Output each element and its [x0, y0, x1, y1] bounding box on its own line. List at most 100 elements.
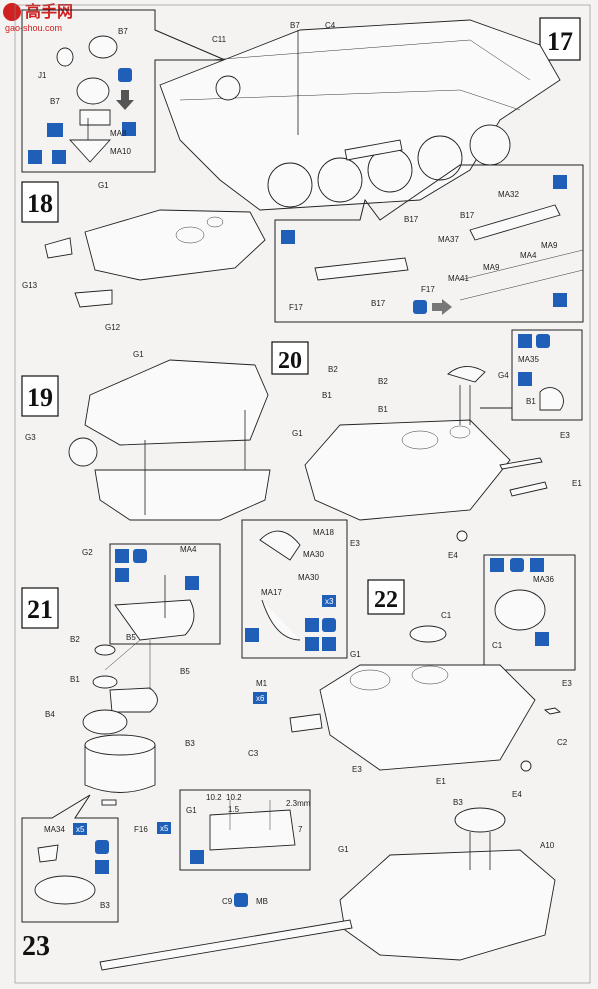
cement-icon — [115, 568, 129, 582]
count-badge — [253, 692, 267, 704]
glue-icon — [115, 549, 129, 563]
label-c4: C4 — [325, 21, 336, 30]
label-ma10: MA10 — [110, 147, 131, 156]
label-e1: E1 — [572, 479, 582, 488]
decal-icon — [245, 628, 259, 642]
ring-c1-detail — [494, 589, 546, 631]
label-e3a: E3 — [560, 431, 570, 440]
ring-b3 — [84, 744, 156, 793]
step17-inset-box — [21, 9, 226, 173]
step18-number: 18 — [27, 189, 53, 218]
part-f16 — [101, 799, 117, 806]
hatch-g4 — [447, 366, 486, 383]
part-e4 — [520, 760, 532, 772]
label-b5b: B5 — [180, 667, 190, 676]
glue-icon — [322, 637, 336, 651]
label-c3: C3 — [248, 749, 259, 758]
label-a10: A10 — [540, 841, 555, 850]
label-e4: E4 — [448, 551, 458, 560]
glue-icon — [28, 150, 42, 164]
label-b1b: B1 — [378, 405, 388, 414]
clamp-ma10 — [68, 139, 112, 163]
turret-g1-step23 — [339, 849, 556, 961]
turret-g1-step22 — [319, 664, 536, 771]
turret-lower-g2 — [94, 469, 271, 521]
label-b5a: B5 — [126, 633, 136, 642]
step17-number: 17 — [547, 27, 573, 56]
periscope-ma34 — [37, 844, 59, 863]
flip-icon — [133, 549, 147, 563]
label-ma32: MA32 — [498, 190, 519, 199]
paint-icon — [122, 122, 136, 136]
label-b17c: B17 — [371, 299, 386, 308]
part-ma18 — [259, 530, 301, 561]
label-j1: J1 — [38, 71, 47, 80]
step-20: 20 B2 B1 B2 B1 G1 G4 MA35 B1 E3 E1 E3 E4 — [271, 329, 583, 560]
count-x5a: x5 — [76, 825, 85, 834]
count-badge — [73, 823, 87, 835]
step23-number: 23 — [22, 931, 50, 962]
glue-icon — [281, 230, 295, 244]
cement-icon — [52, 150, 66, 164]
step21-dim-box — [179, 789, 311, 871]
label-g12: G12 — [105, 323, 121, 332]
label-b7c: B7 — [50, 97, 60, 106]
headlight-b7 — [88, 35, 118, 59]
step21-number: 21 — [27, 595, 53, 624]
gun-barrel-c9 — [99, 919, 353, 971]
label-e3b: E3 — [350, 539, 360, 548]
step-23: 23 B3 A10 G1 C9 MB — [22, 798, 556, 971]
label-b2a: B2 — [328, 365, 338, 374]
label-ma36: MA36 — [533, 575, 554, 584]
hatch-b5-detail — [114, 599, 195, 641]
label-b7b: B7 — [290, 21, 300, 30]
label-b3: B3 — [453, 798, 463, 807]
label-e3a: E3 — [352, 765, 362, 774]
step22-detail-box — [483, 554, 576, 671]
label-f16: F16 — [134, 825, 148, 834]
label-g3: G3 — [25, 433, 36, 442]
part-e4 — [456, 530, 468, 542]
label-f17a: F17 — [421, 285, 435, 294]
label-e1: E1 — [436, 777, 446, 786]
step22-number: 22 — [374, 587, 398, 613]
label-e4: E4 — [512, 790, 522, 799]
step22-inset-box — [241, 519, 348, 659]
step21-number-box — [21, 587, 59, 629]
label-g1: G1 — [292, 429, 303, 438]
label-f17b: F17 — [289, 303, 303, 312]
paint-icon — [490, 558, 504, 572]
label-g1: G1 — [338, 845, 349, 854]
step17-number-box — [539, 17, 581, 61]
label-c1b: C1 — [492, 641, 503, 650]
flip-icon — [322, 618, 336, 632]
label-c2: C2 — [557, 738, 568, 747]
label-c11: C11 — [212, 35, 227, 44]
part-g12 — [74, 289, 113, 308]
turret-upper-g1 — [84, 359, 269, 446]
hatch-b5 — [109, 687, 158, 713]
step22-number-box — [367, 579, 405, 615]
label-b1a: B1 — [322, 391, 332, 400]
label-c9: C9 — [222, 897, 233, 906]
step21-sub-box — [21, 794, 119, 923]
turret-g1 — [84, 209, 266, 281]
step19-number-box — [21, 375, 59, 417]
label-ma35: MA35 — [518, 355, 539, 364]
label-g13: G13 — [22, 281, 38, 290]
ring-b3-detail — [34, 875, 96, 905]
flip-icon — [234, 893, 248, 907]
hatch-b1-detail — [539, 387, 564, 411]
label-ma34: MA34 — [44, 825, 65, 834]
cupola-b4 — [82, 709, 128, 735]
flip-icon — [413, 300, 427, 314]
label-b17a: B17 — [404, 215, 419, 224]
toolbox-part — [314, 257, 409, 281]
label-b3: B3 — [185, 739, 195, 748]
label-c1a: C1 — [441, 611, 452, 620]
paint-icon — [518, 372, 532, 386]
dim-7: 7 — [298, 825, 303, 834]
count-badge — [322, 595, 336, 607]
label-ma4: MA4 — [180, 545, 197, 554]
